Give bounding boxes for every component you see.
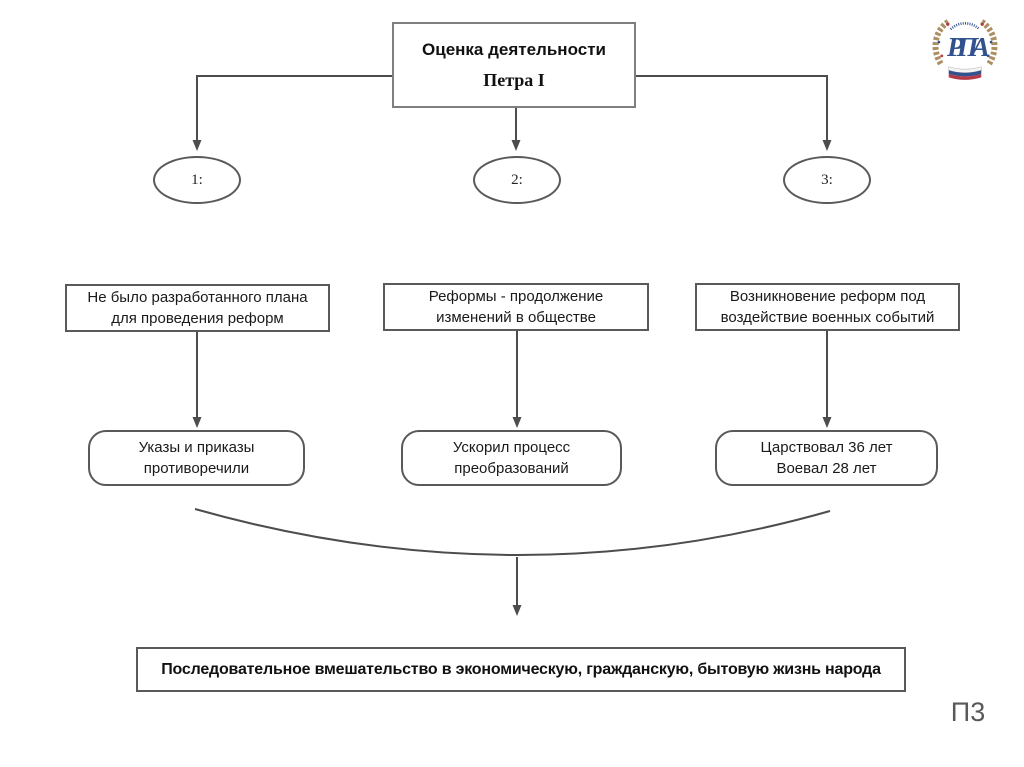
page-label: П3 (950, 697, 986, 727)
result-box-3-line1: Царствовал 36 лет (760, 439, 893, 456)
result-box-1-line1: Указы и приказы (138, 439, 255, 456)
ellipse-2: 2: (473, 156, 561, 204)
result-box-2-line2: преобразований (454, 460, 569, 477)
svg-text:РПА: РПА (946, 31, 990, 62)
reason-box-2: Реформы - продолжение изменений в общест… (383, 283, 649, 331)
title-line1: Оценка деятельности (422, 39, 606, 59)
reason-box-1-line2: для проведения реформ (111, 310, 284, 327)
result-box-2: Ускорил процесс преобразований (401, 430, 622, 486)
reason-box-2-line1: Реформы - продолжение (428, 288, 604, 305)
reason-box-1: Не было разработанного плана для проведе… (65, 284, 330, 332)
university-emblem-icon: РПА (928, 12, 1002, 84)
result-box-3-line2: Воевал 28 лет (776, 460, 877, 477)
connector-title-to-3 (636, 75, 828, 140)
ellipse-1-label: 1: (191, 171, 203, 188)
result-box-2-line1: Ускорил процесс (452, 439, 571, 456)
result-box-3: Царствовал 36 лет Воевал 28 лет (715, 430, 938, 486)
reason-box-3: Возникновение реформ под воздействие вое… (695, 283, 960, 331)
conclusion-text: Последовательное вмешательство в экономи… (161, 660, 881, 678)
result-box-1: Указы и приказы противоречили (88, 430, 305, 486)
title-box: Оценка деятельности Петра I (392, 22, 636, 108)
ellipse-3: 3: (783, 156, 871, 204)
reason-box-3-line2: воздействие военных событий (720, 309, 935, 326)
reason-box-1-line1: Не было разработанного плана (87, 289, 308, 306)
title-line2: Петра I (483, 69, 545, 90)
reason-box-2-line2: изменений в обществе (436, 309, 596, 326)
gathering-curve (194, 508, 831, 556)
ellipse-1: 1: (153, 156, 241, 204)
reason-box-3-line1: Возникновение реформ под (729, 288, 926, 305)
arrowheads (192, 140, 832, 616)
conclusion-box: Последовательное вмешательство в экономи… (136, 647, 906, 692)
connector-title-to-1 (196, 75, 392, 140)
result-box-1-line2: противоречили (143, 460, 250, 477)
ellipse-2-label: 2: (511, 171, 523, 188)
ellipse-3-label: 3: (821, 171, 833, 188)
